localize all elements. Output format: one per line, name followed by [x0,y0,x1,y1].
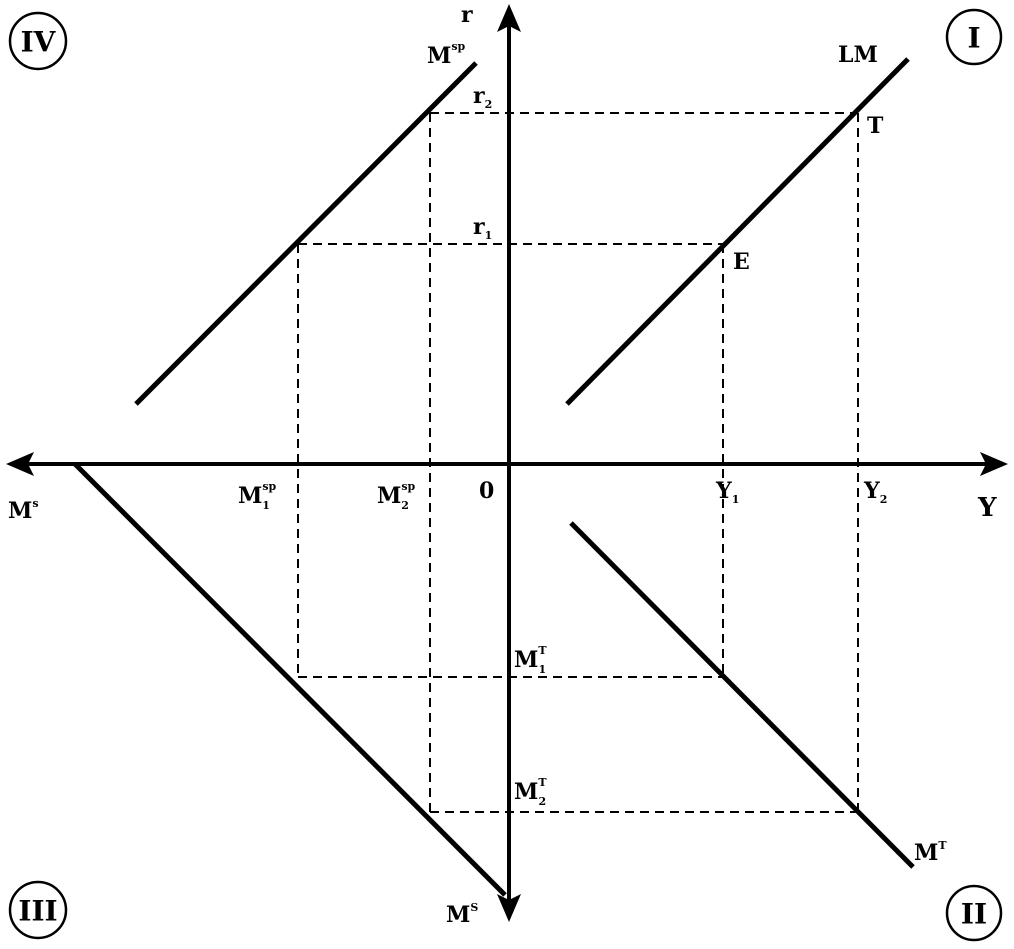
y1-sub: 1 [732,493,740,506]
ms-curve [73,462,507,897]
axis-labels: r Y 0 Ms MS [8,2,997,928]
quadrant-3-label: III [18,895,57,928]
m2t-sub: 2 [539,795,547,808]
axes [6,4,1008,922]
y2-sub: 2 [880,493,888,506]
msp-main: M [427,43,451,69]
y2-label: Y2 [863,478,887,506]
m1sp-main: M [238,483,262,509]
m1t-sub: 1 [539,663,547,676]
quadrant-1-circle [945,8,1003,66]
ms-bottom-sup: S [470,901,478,914]
r2-sub: 2 [485,98,493,111]
m2sp-sup: sp [401,480,415,493]
mt-curve [569,521,915,869]
m1t-label: MT 1 [514,644,547,676]
r1-main: r [473,214,485,240]
ms-bottom-axis-label: MS [446,901,478,928]
m1t-sup: T [538,644,547,657]
curve-labels: LM MT Msp [427,40,947,866]
m2t-sup: T [538,776,547,789]
ms-bottom-main: M [446,902,470,928]
quadrant-2-label: II [961,898,987,931]
m2sp-sub: 2 [401,499,409,512]
r2-label: r2 [473,83,492,111]
lm-label: LM [838,42,878,68]
msp-curve [134,61,478,406]
point-e-label: E [733,249,750,275]
m2sp-main: M [377,483,401,509]
arrow-left-icon [6,452,34,476]
ms-left-main: M [8,498,32,524]
quadrant-markers: I II III IV [8,8,1003,942]
quadrant-3-circle [8,880,68,940]
quadrant-4-circle [8,11,68,71]
point-t-label: T [867,113,884,139]
r-axis-label: r [461,2,473,28]
m2t-label: MT 2 [514,776,547,808]
msp-sup: sp [451,40,465,53]
mt-main: M [914,840,938,866]
origin-label: 0 [479,478,494,504]
curves [73,57,915,897]
msp-label: Msp [427,40,466,69]
arrow-up-icon [497,4,521,32]
mt-sup: T [938,839,947,852]
r1-sub: 1 [485,229,493,242]
y-axis-label: Y [977,493,997,523]
r2-main: r [473,83,485,109]
m1sp-sup: sp [262,480,276,493]
y1-main: Y [715,478,732,504]
quadrant-2-circle [945,884,1003,942]
mt-label: MT [914,839,947,866]
m2sp-label: Msp 2 [377,480,416,512]
ms-left-axis-label: Ms [8,497,39,524]
point-labels: E T [733,113,884,275]
y2-main: Y [863,478,880,504]
lm-curve [565,57,910,406]
quadrant-1-label: I [967,22,980,55]
m1sp-label: Msp 1 [238,480,277,512]
ms-left-sup: s [32,497,38,510]
m1t-main: M [514,647,538,673]
m2t-main: M [514,779,538,805]
m1sp-sub: 1 [262,499,270,512]
r1-label: r1 [473,214,492,242]
arrow-right-icon [980,452,1008,476]
quadrant-4-label: IV [21,26,57,59]
y1-label: Y1 [715,478,739,506]
arrow-down-icon [497,894,521,922]
